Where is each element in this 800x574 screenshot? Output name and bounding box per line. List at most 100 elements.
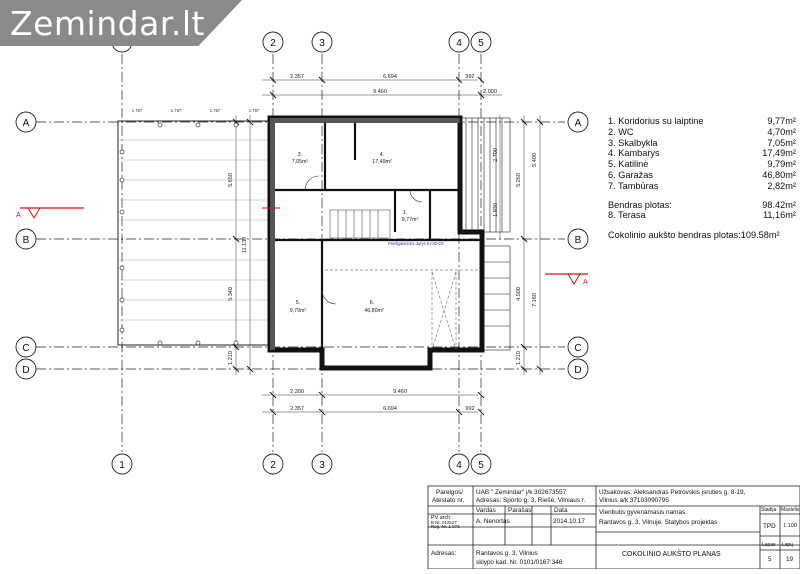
tb-stadija: Stadija (761, 507, 777, 513)
tb-object-line: Rantavos g. 3, Vilnuje. Statybos projekt… (599, 519, 718, 526)
legend-item-area: 7,05m² (767, 137, 796, 148)
tb-atestato: Atestato nr. (432, 497, 465, 504)
tb-company-address: Adresas: Sporto g. 3, Riešė, Vilniaus r. (476, 497, 586, 504)
dim-left-1210: 1.210 (228, 351, 234, 365)
legend-item: 7. Tambūras 2,82m² (608, 181, 796, 192)
legend-item-name: 3. Skalbykla (608, 137, 658, 148)
dim-top-2: 6.694 (383, 74, 397, 80)
logo-text: Zemindar.lt (10, 3, 205, 43)
terrace-tick-2: 1.767 (171, 108, 182, 113)
section-mark-left: A (16, 207, 84, 219)
tb-address: Rantavos g. 3, Vilnius (476, 550, 538, 557)
tb-customer-city: Vilnius a/k 37103090795 (599, 497, 669, 504)
legend-total-area: 98.42m² (762, 199, 796, 210)
legend-item-name: 1. Koridorius su laiptine (608, 116, 704, 126)
tb-plot: sklypo kad. Nr. 0101/0167:346 (476, 559, 563, 566)
axis-label-D-left: D (22, 365, 29, 376)
legend-item-name: 7. Tambūras (608, 180, 659, 191)
legend-item: 1. Koridorius su laiptine 9,77m² (608, 116, 796, 127)
dim-top-1: 2.357 (290, 74, 304, 80)
axis-label-5-bottom: 5 (478, 460, 484, 471)
legend-total: Bendras plotas: 98.42m² (608, 200, 796, 211)
tb-stadija-value: TPD (763, 523, 776, 530)
dim-top-small: 2.000 (483, 89, 497, 95)
legend-item-name: 2. WC (608, 126, 634, 137)
legend-item-name: 4. Kambarys (608, 148, 660, 159)
room-5-area: 9,79m² (290, 308, 307, 314)
room-area-legend: 1. Koridorius su laiptine 9,77m² 2. WC 4,7… (608, 116, 796, 241)
tb-lapu: Lapų (782, 542, 794, 548)
legend-total-label: Bendras plotas: (608, 199, 672, 210)
axis-label-4-bottom: 4 (456, 460, 462, 471)
fire-door-note: Priešgaisrinės durys EI-30-C5 (388, 241, 444, 246)
legend-item-name: 6. Garažas (608, 169, 653, 180)
legend-item: 4. Kambarys 17,49m² (608, 148, 796, 159)
axis-label-A-right: A (575, 118, 582, 129)
terrace-tick-1: 1.767 (132, 108, 143, 113)
axis-label-D-right: D (574, 365, 581, 376)
zemindar-logo[interactable]: Zemindar.lt (0, 0, 242, 46)
tb-lapas-value: 5 (768, 556, 772, 563)
dimension-lines (235, 79, 541, 413)
dim-right-4500: 4.500 (516, 287, 522, 301)
axis-label-5-top: 5 (478, 38, 484, 49)
legend-item-area: 17,49m² (762, 148, 796, 159)
tb-mastelis: Mastelis (781, 507, 800, 513)
room-4-area: 17,49m² (372, 159, 392, 165)
axis-label-C-left: C (22, 343, 29, 354)
tb-col-vardas: Vardas (476, 507, 496, 514)
dim-top-3: 992 (465, 74, 474, 80)
dim-bottom-total: 9.460 (393, 389, 407, 395)
room-3-number: 3. (298, 152, 302, 158)
tb-address-label: Adresas: (431, 550, 457, 557)
svg-text:A: A (583, 279, 588, 286)
room-6-area: 46,80m² (364, 308, 384, 314)
dim-right-5260: 5.260 (516, 173, 522, 187)
axis-label-B-right: B (575, 235, 582, 246)
legend-item-area: 9,79m² (767, 159, 796, 170)
tb-company: UAB " Zemindar" į/k 302673557 (476, 489, 567, 496)
terrace-tick-4: 1.767 (249, 108, 260, 113)
axis-label-C-right: C (574, 343, 581, 354)
tb-sheet-title: COKOLINIO AUKŠTO PLANAS (622, 551, 721, 558)
room-6-number: 6. (370, 300, 374, 306)
dim-bottom-2: 6.694 (383, 406, 397, 412)
dim-bottom-a: 2.300 (290, 389, 304, 395)
section-mark-right: A (545, 273, 588, 286)
dim-left-total: 11.130 (242, 237, 248, 253)
legend-item-area: 4,70m² (767, 126, 796, 137)
dim-right-1210: 1.210 (516, 351, 522, 365)
axis-label-1-bottom: 1 (119, 460, 125, 471)
axis-label-2-bottom: 2 (270, 460, 276, 471)
tb-col-data: Data (554, 507, 568, 514)
room-3-area: 7,05m² (292, 159, 309, 165)
legend-item-area: 9,77m² (767, 116, 796, 126)
legend-terrace-name: 8. Terasa (608, 210, 646, 221)
axis-label-3-top: 3 (319, 38, 325, 49)
legend-overall-area: 109.58m² (740, 230, 780, 241)
dimension-ticks (232, 76, 544, 416)
external-stairs (459, 117, 511, 351)
tb-architect: A. Nenortas (476, 518, 510, 525)
axis-label-B-left: B (23, 235, 30, 246)
legend-item-area: 2,82m² (767, 180, 796, 191)
tb-lapas: Lapas (762, 542, 776, 548)
dim-top-total: 9.460 (373, 89, 387, 95)
tb-pv-arch: PV arch. (431, 515, 452, 521)
legend-terrace-area: 11,16m² (762, 210, 796, 221)
room-5-number: 5. (296, 300, 300, 306)
dim-bottom-3: 992 (465, 406, 474, 412)
svg-text:A: A (16, 212, 21, 219)
tb-col-parasas: Parašas (508, 507, 532, 514)
legend-terrace: 8. Terasa 11,16m² (608, 210, 796, 221)
tb-date: 2014.10.17 (553, 518, 585, 525)
title-block (427, 485, 800, 570)
room-1-area: 9,77m² (402, 217, 419, 223)
axis-label-A-left: A (23, 118, 30, 129)
tb-mastelis-value: 1:100 (783, 523, 797, 529)
tb-reg-nr: Reg. Nr. 1-073 (431, 524, 460, 529)
room-4-number: 4. (380, 152, 384, 158)
